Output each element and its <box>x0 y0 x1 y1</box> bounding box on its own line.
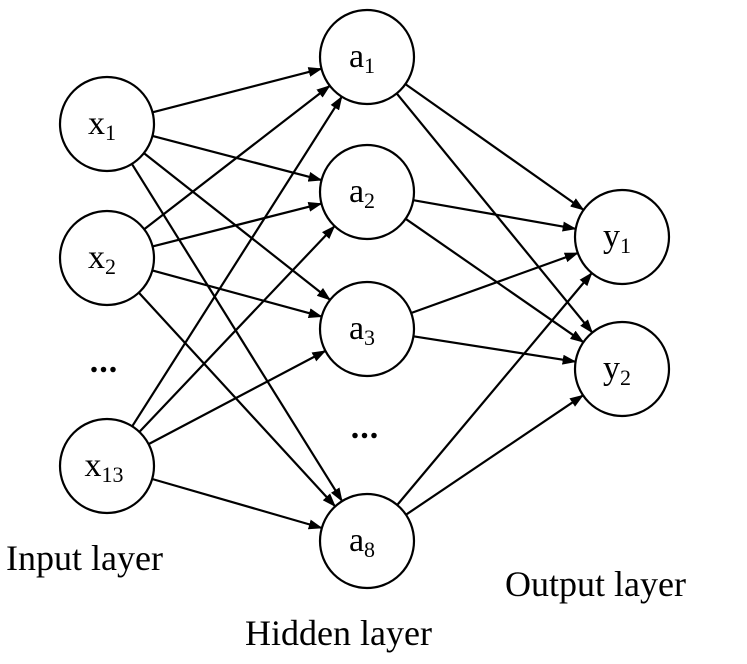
input-hidden-arrow-1-3 <box>137 291 337 508</box>
hidden-node-a3: a3 <box>318 280 416 378</box>
svg-text:x13: x13 <box>85 447 124 487</box>
input-hidden-arrow-2-2 <box>148 349 327 446</box>
hidden-output-arrow-3-1 <box>405 394 584 516</box>
input-hidden-arrow-1-0 <box>143 84 331 231</box>
input-node-x1: x1 <box>58 75 156 173</box>
node-base-label: x <box>85 447 102 484</box>
node-subscript: 1 <box>620 233 631 258</box>
hidden-ellipsis: ... <box>351 409 380 446</box>
input-ellipsis: ... <box>90 343 119 380</box>
hidden-output-arrow-1-0 <box>413 199 577 232</box>
node-base-label: a <box>349 310 364 347</box>
input-hidden-arrow-0-2 <box>143 152 331 301</box>
input-node-x13: x13 <box>58 417 156 515</box>
node-subscript: 1 <box>364 53 375 78</box>
input-hidden-arrow-2-1 <box>138 225 336 433</box>
output-node-y1: y1 <box>573 188 671 286</box>
node-subscript: 8 <box>364 537 375 562</box>
node-base-label: y <box>603 350 620 387</box>
svg-text:y2: y2 <box>603 350 631 390</box>
input-layer-label: Input layer <box>6 538 163 578</box>
svg-text:a8: a8 <box>349 522 375 562</box>
input-hidden-arrow-1-2 <box>152 269 323 319</box>
hidden-output-arrow-3-0 <box>396 272 593 506</box>
svg-text:a2: a2 <box>349 173 375 213</box>
node-base-label: y <box>603 218 620 255</box>
node-subscript: 3 <box>364 325 375 350</box>
node-base-label: a <box>349 522 364 559</box>
input-hidden-arrow-1-1 <box>152 201 323 248</box>
hidden-node-a1: a1 <box>318 8 416 106</box>
hidden-output-arrow-0-0 <box>404 83 585 211</box>
hidden-output-arrow-1-1 <box>404 217 585 344</box>
node-base-label: x <box>88 105 105 142</box>
svg-text:a1: a1 <box>349 38 375 78</box>
input-hidden-arrow-2-0 <box>131 95 343 427</box>
input-hidden-arrow-0-3 <box>130 163 344 502</box>
input-node-x2: x2 <box>58 209 156 307</box>
svg-text:y1: y1 <box>603 218 631 258</box>
output-node-y2: y2 <box>573 320 671 418</box>
node-subscript: 2 <box>105 254 116 279</box>
hidden-output-arrow-2-1 <box>413 335 577 365</box>
node-subscript: 13 <box>102 462 124 487</box>
hidden-layer-label: Hidden layer <box>245 613 432 653</box>
node-base-label: x <box>88 239 105 276</box>
node-base-label: a <box>349 38 364 75</box>
node-subscript: 1 <box>105 120 116 145</box>
output-layer-label: Output layer <box>505 564 686 604</box>
hidden-output-arrow-2-0 <box>410 251 579 315</box>
svg-text:x2: x2 <box>88 239 116 279</box>
hidden-node-a8: a8 <box>318 492 416 590</box>
input-hidden-arrow-0-0 <box>152 67 323 114</box>
node-base-label: a <box>349 173 364 210</box>
input-hidden-arrow-2-3 <box>151 477 323 530</box>
hidden-node-a2: a2 <box>318 143 416 241</box>
node-subscript: 2 <box>620 365 631 390</box>
svg-text:x1: x1 <box>88 105 116 145</box>
connection-arrows <box>130 67 594 530</box>
node-subscript: 2 <box>364 188 375 213</box>
hidden-output-arrow-0-1 <box>395 92 594 334</box>
svg-text:a3: a3 <box>349 310 375 350</box>
